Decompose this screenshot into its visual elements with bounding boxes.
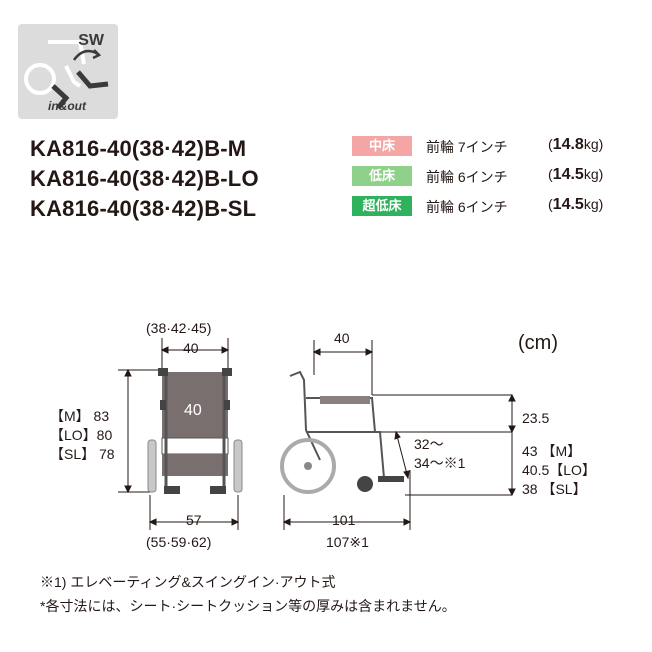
side-view-wheelchair	[280, 370, 404, 494]
front-wheel-lo: 前輪 6インチ	[426, 169, 508, 185]
height-lo: 【LO】80	[50, 427, 113, 443]
swing-in-out-badge: SW in&out	[18, 24, 118, 119]
total-width: 57	[186, 512, 202, 528]
weight-m: (14.8kg)	[548, 136, 604, 153]
front-wheel-sl: 前輪 6インチ	[426, 199, 508, 215]
seat-width-options: (38·42·45)	[146, 320, 212, 336]
seat-width: 40	[183, 340, 199, 356]
total-length-alt: 107※1	[326, 534, 369, 550]
seat-height-lo: 40.5【LO】	[522, 462, 596, 478]
weight-lo: (14.5kg)	[548, 166, 604, 183]
weight-sl: (14.5kg)	[548, 196, 604, 213]
unit-label: (cm)	[518, 332, 558, 354]
side-depth: 40	[334, 330, 350, 346]
model-name-sl: KA816-40(38·42)B-SL	[30, 196, 257, 221]
tag-m: 中床	[352, 136, 412, 156]
footnote-2: *各寸法には、シート·シートクッション等の厚みは含まれません。	[40, 598, 456, 614]
footrest-range-1: 32〜	[414, 436, 444, 452]
badge-inout-label: in&out	[48, 99, 86, 113]
footrest-range-2: 34〜※1	[414, 455, 466, 471]
front-wheel-m: 前輪 7インチ	[426, 139, 508, 155]
model-name-m: KA816-40(38·42)B-M	[30, 136, 247, 161]
front-view-wheelchair	[147, 368, 243, 494]
tag-lo: 低床	[352, 166, 412, 186]
total-width-options: (55·59·62)	[146, 534, 212, 550]
height-m: 【M】 83	[50, 408, 110, 424]
tag-sl: 超低床	[352, 196, 412, 216]
total-length: 101	[332, 512, 356, 528]
arm-height: 23.5	[522, 410, 550, 426]
height-sl: 【SL】 78	[50, 446, 115, 462]
seat-depth: 40	[184, 402, 202, 419]
footnote-1: ※1) エレベーティング&スイングイン·アウト式	[40, 574, 336, 590]
badge-sw-label: SW	[78, 32, 104, 49]
wheelchair-icon	[24, 40, 109, 110]
seat-height-sl: 38 【SL】	[522, 481, 587, 497]
model-name-lo: KA816-40(38·42)B-LO	[30, 166, 259, 191]
seat-height-m: 43 【M】	[522, 443, 582, 459]
